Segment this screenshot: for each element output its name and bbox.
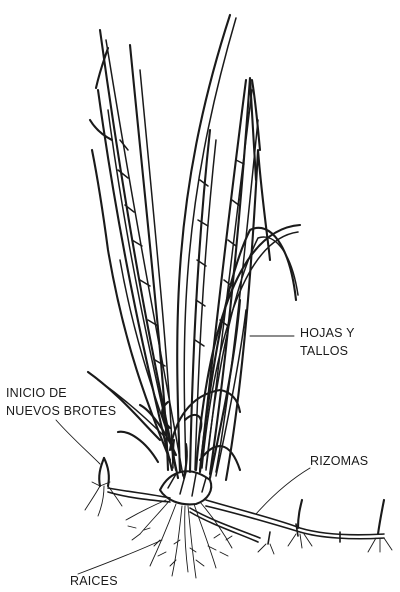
label-rizomas-text: RIZOMAS [310, 454, 368, 468]
label-brotes-line1: INICIO DE [6, 384, 116, 402]
label-rizomas: RIZOMAS [310, 452, 368, 470]
rhizomes [108, 488, 392, 554]
label-raices: RAICES [70, 572, 118, 590]
label-hojas-line2: TALLOS [300, 342, 355, 360]
label-inicio-nuevos-brotes: INICIO DE NUEVOS BROTES [6, 384, 116, 420]
leader-raices [78, 540, 162, 574]
leaves-and-stems [88, 15, 300, 480]
leader-brotes [56, 420, 100, 464]
leader-lines [56, 336, 310, 574]
leader-rizomas [256, 468, 310, 514]
label-hojas-y-tallos: HOJAS Y TALLOS [300, 324, 355, 360]
label-hojas-line1: HOJAS Y [300, 324, 355, 342]
label-raices-text: RAICES [70, 574, 118, 588]
label-brotes-line2: NUEVOS BROTES [6, 402, 116, 420]
roots [126, 500, 232, 578]
new-shoot-left [85, 458, 122, 516]
